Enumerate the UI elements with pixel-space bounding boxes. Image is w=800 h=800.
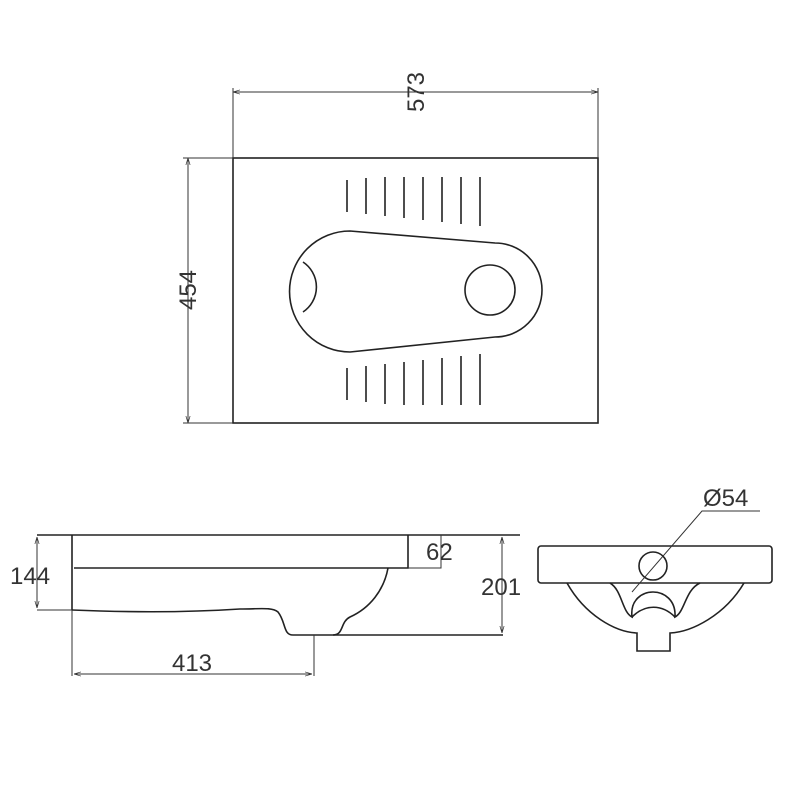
front-inner-arch xyxy=(631,606,676,618)
foot-grips-bottom xyxy=(346,354,481,405)
width-label: 573 xyxy=(403,72,430,112)
total-height-label: 201 xyxy=(481,574,521,601)
outlet-offset-label: 413 xyxy=(172,650,212,677)
height-dimension: 144 xyxy=(10,537,72,611)
side-view: 144 62 201 413 xyxy=(10,534,521,677)
total-height-dimension: 201 xyxy=(481,537,521,633)
hole-diameter-label: Ø54 xyxy=(703,485,748,512)
front-view: Ø54 xyxy=(537,485,773,652)
body-profile xyxy=(71,567,389,636)
height-label: 144 xyxy=(10,563,50,590)
front-body xyxy=(566,582,745,652)
depth-dimension: 454 xyxy=(175,157,233,424)
rim-dimension: 62 xyxy=(408,535,453,569)
front-inner xyxy=(609,582,701,619)
bowl-outline xyxy=(288,230,543,353)
top-view: 573 454 xyxy=(175,72,599,424)
rim xyxy=(71,535,409,610)
outlet-offset-dimension: 413 xyxy=(71,610,315,677)
rim-label: 62 xyxy=(426,539,453,566)
hole-circle xyxy=(638,551,668,581)
diameter-leader xyxy=(631,510,760,593)
drain-hole xyxy=(464,264,516,316)
foot-grips-top xyxy=(346,177,481,226)
front-rim xyxy=(537,545,773,584)
pan-outline xyxy=(232,157,599,424)
width-dimension: 573 xyxy=(232,72,599,158)
bowl-front-arc xyxy=(302,261,318,313)
depth-label: 454 xyxy=(175,270,202,310)
